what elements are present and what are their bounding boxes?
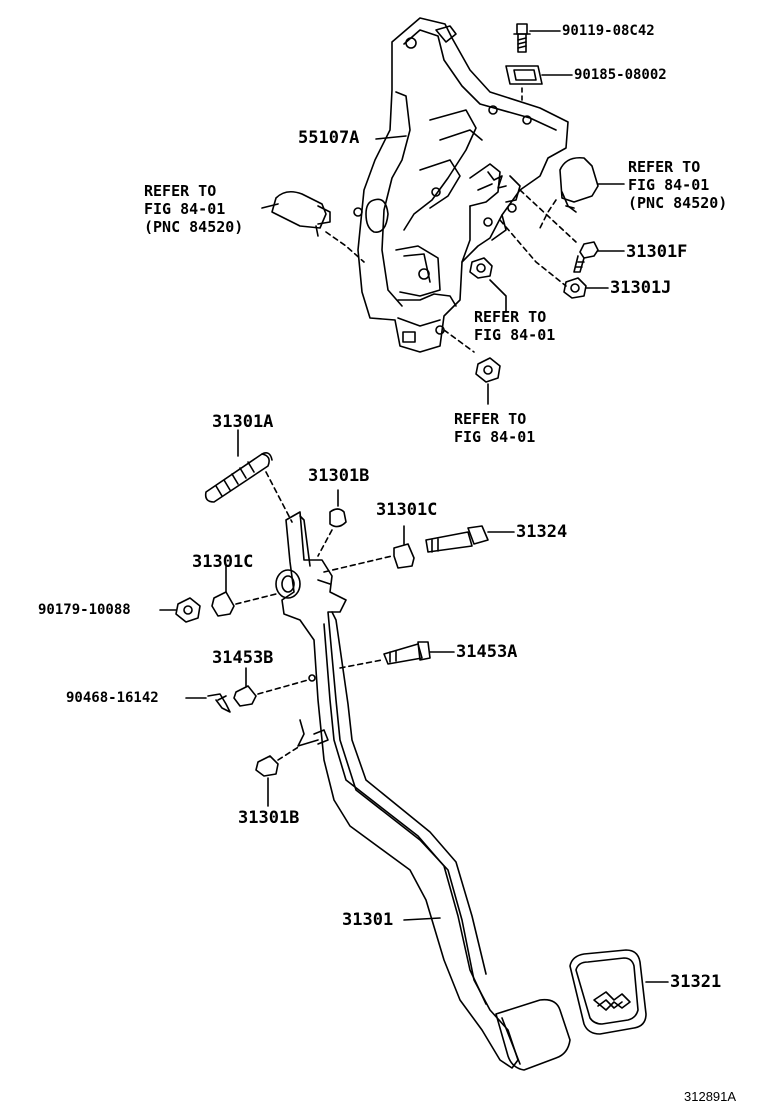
refer-nut-mid[interactable]: REFER TO FIG 84-01 xyxy=(474,308,555,344)
refer-right-switch[interactable]: REFER TO FIG 84-01 (PNC 84520) xyxy=(628,158,727,212)
nut-90179 xyxy=(159,593,277,623)
label-31301A[interactable]: 31301A xyxy=(212,412,274,432)
label-31301J[interactable]: 31301J xyxy=(610,278,672,298)
refer-line-3: (PNC 84520) xyxy=(144,218,244,236)
bolt-90119 xyxy=(513,23,561,53)
bolt-31324 xyxy=(323,525,515,573)
refer-line-1: REFER TO xyxy=(628,158,701,176)
label-55107A[interactable]: 55107A xyxy=(298,128,360,148)
refer-line-1: REFER TO xyxy=(144,182,217,200)
label-90179[interactable]: 90179-10088 xyxy=(38,602,131,618)
refer-line-1: REFER TO xyxy=(454,410,527,428)
return-spring-31301A xyxy=(204,452,293,523)
bushing-31301C-left xyxy=(211,565,235,617)
refer-nut-bottom[interactable]: REFER TO FIG 84-01 xyxy=(454,410,535,446)
label-31453A[interactable]: 31453A xyxy=(456,642,518,662)
nut-bottom xyxy=(475,357,501,405)
pedal-pad-31321 xyxy=(569,949,669,1035)
clip-90468 xyxy=(185,693,231,713)
pedal-bracket xyxy=(353,17,569,353)
stop-switch-right xyxy=(539,156,625,229)
assembly-lines-bracket xyxy=(443,189,577,353)
refer-line-2: FIG 84-01 xyxy=(628,176,710,194)
stop-switch-left xyxy=(261,190,365,263)
label-31301C-right[interactable]: 31301C xyxy=(376,500,438,520)
label-90468[interactable]: 90468-16142 xyxy=(66,690,159,706)
leader-31301 xyxy=(403,917,441,921)
bolt-31301F xyxy=(573,241,625,273)
brake-pedal-arm xyxy=(275,511,571,1071)
stopper-cushion-bottom xyxy=(255,745,301,807)
clip-90185 xyxy=(505,65,573,105)
nut-31301J xyxy=(563,277,609,299)
label-31324[interactable]: 31324 xyxy=(516,522,568,542)
label-31321[interactable]: 31321 xyxy=(670,972,722,992)
label-31301[interactable]: 31301 xyxy=(342,910,394,930)
refer-left-switch[interactable]: REFER TO FIG 84-01 (PNC 84520) xyxy=(144,182,243,236)
label-90119[interactable]: 90119-08C42 xyxy=(562,23,655,39)
refer-line-2: FIG 84-01 xyxy=(474,326,556,344)
stopper-cushion-top xyxy=(317,489,347,557)
refer-line-3: (PNC 84520) xyxy=(628,194,728,212)
label-31301C-left[interactable]: 31301C xyxy=(192,552,254,572)
bushing-31453B xyxy=(233,667,309,707)
pin-31453A xyxy=(339,641,455,669)
refer-line-2: FIG 84-01 xyxy=(144,200,226,218)
label-31301F[interactable]: 31301F xyxy=(626,242,688,262)
leader-55107A xyxy=(375,135,407,140)
label-90185[interactable]: 90185-08002 xyxy=(574,67,667,83)
figure-id: 312891A xyxy=(684,1089,737,1104)
refer-line-2: FIG 84-01 xyxy=(454,428,536,446)
label-31301B-top[interactable]: 31301B xyxy=(308,466,370,486)
nut-mid xyxy=(469,257,507,313)
label-31301B-bottom[interactable]: 31301B xyxy=(238,808,300,828)
refer-line-1: REFER TO xyxy=(474,308,547,326)
label-31453B[interactable]: 31453B xyxy=(212,648,274,668)
bushing-31301C-right xyxy=(393,525,415,569)
